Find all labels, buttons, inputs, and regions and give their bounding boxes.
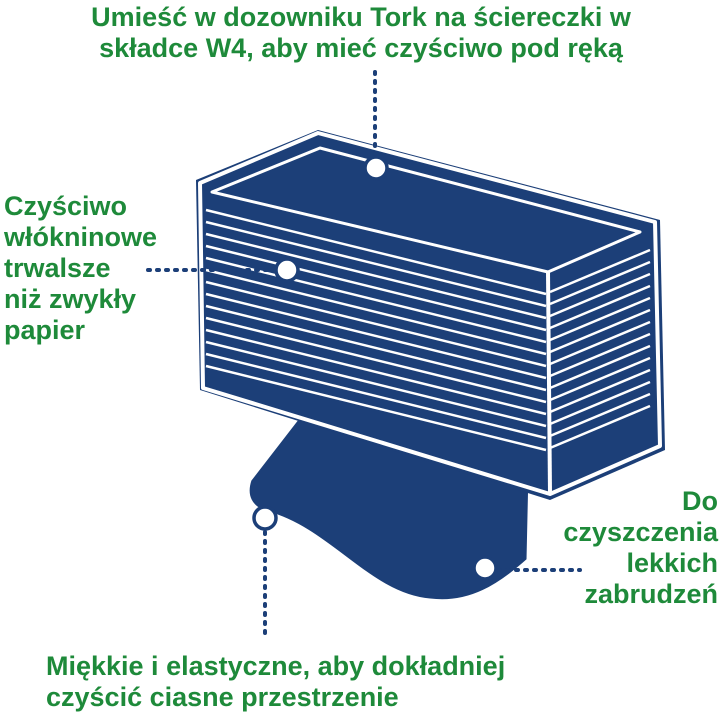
callout-bottom-line: Miękkie i elastyczne, aby dokładniej — [46, 651, 506, 681]
callout-right-marker — [472, 555, 498, 581]
dispenser-lid-outline — [210, 146, 642, 274]
callout-right-line: zabrudzeń — [584, 579, 718, 609]
callout-left-label: Czyściwo włókninowe trwalsze niż zwykły … — [4, 191, 157, 346]
callout-left-line: papier — [4, 315, 86, 345]
callout-top-line: Umieść w dozowniku Tork na ściereczki w — [91, 2, 631, 32]
dispenser-body-shape — [196, 130, 665, 500]
callout-bottom-marker — [252, 505, 278, 531]
callout-left-line: trwalsze — [4, 253, 111, 283]
callout-right-line: lekkich — [626, 548, 718, 578]
callout-right-label: Do czyszczenia lekkich zabrudzeń — [563, 486, 718, 610]
callout-left-line: niż zwykły — [4, 284, 137, 314]
callout-top-label: Umieść w dozowniku Tork na ściereczki w … — [0, 2, 722, 64]
callout-left-line: włókninowe — [4, 222, 158, 252]
callout-top-marker — [363, 155, 389, 181]
wipe-stack-side-lines — [549, 248, 651, 450]
callout-right-line: czyszczenia — [563, 517, 718, 547]
dispenser-edge-line — [546, 271, 552, 495]
wipe-stack-front-lines — [205, 208, 547, 452]
callout-left-marker — [274, 257, 300, 283]
dispenser-outline — [198, 131, 662, 496]
callout-bottom-line: czyścić ciasne przestrzenie — [46, 682, 399, 712]
callout-top-line: składce W4, aby mieć czyściwo pod ręką — [99, 33, 623, 63]
callout-right-line: Do — [682, 486, 718, 516]
callout-bottom-label: Miękkie i elastyczne, aby dokładniej czy… — [46, 651, 505, 713]
callout-left-line: Czyściwo — [4, 191, 128, 221]
